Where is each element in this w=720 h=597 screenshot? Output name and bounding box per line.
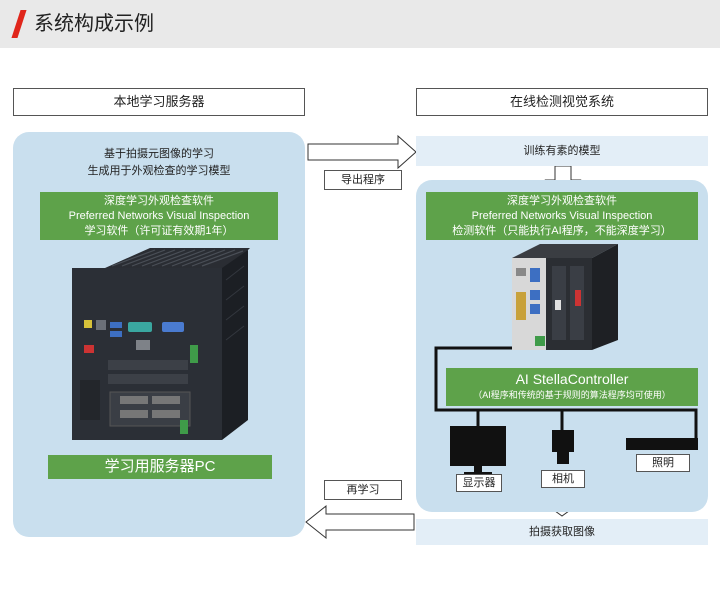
local-server-label: 本地学习服务器 xyxy=(13,88,305,116)
lighting-label: 照明 xyxy=(636,454,690,472)
captured-image-bar: 拍摄获取图像 xyxy=(416,519,708,545)
trained-model-text: 训练有素的模型 xyxy=(523,145,601,157)
trained-model-bar: 训练有素的模型 xyxy=(416,136,708,166)
camera-label: 相机 xyxy=(541,470,585,488)
learning-server-pc-label: 学习用服务器PC xyxy=(48,455,272,479)
ai-stella-controller-box: AI StellaController （AI程序和传统的基于规则的算法程序均可… xyxy=(446,368,698,406)
export-program-label: 导出程序 xyxy=(324,170,402,190)
inspection-software-box: 深度学习外观检查软件 Preferred Networks Visual Ins… xyxy=(426,192,698,240)
learning-software-box: 深度学习外观检查软件 Preferred Networks Visual Ins… xyxy=(40,192,278,240)
captured-image-text: 拍摄获取图像 xyxy=(529,526,595,538)
relearn-label: 再学习 xyxy=(324,480,402,500)
page-header: 系统构成示例 xyxy=(0,0,720,48)
controller-title: AI StellaController xyxy=(515,371,629,387)
display-label: 显示器 xyxy=(456,474,502,492)
controller-subtitle: （AI程序和传统的基于规则的算法程序均可使用） xyxy=(473,390,671,400)
learning-software-line1: 深度学习外观检查软件 xyxy=(104,195,214,207)
inspection-software-line3: 检测软件（只能执行AI程序，不能深度学习） xyxy=(452,225,672,237)
left-desc-line2: 生成用于外观检查的学习模型 xyxy=(87,165,231,177)
learning-software-line3: 学习软件（许可证有效期1年） xyxy=(84,225,234,237)
left-desc-line1: 基于拍摄元图像的学习 xyxy=(104,148,214,160)
page-title: 系统构成示例 xyxy=(34,13,154,35)
learning-software-line2: Preferred Networks Visual Inspection xyxy=(68,210,250,222)
inspection-software-line1: 深度学习外观检查软件 xyxy=(507,195,617,207)
inspection-software-line2: Preferred Networks Visual Inspection xyxy=(471,210,653,222)
vision-system-label: 在线检测视觉系统 xyxy=(416,88,708,116)
